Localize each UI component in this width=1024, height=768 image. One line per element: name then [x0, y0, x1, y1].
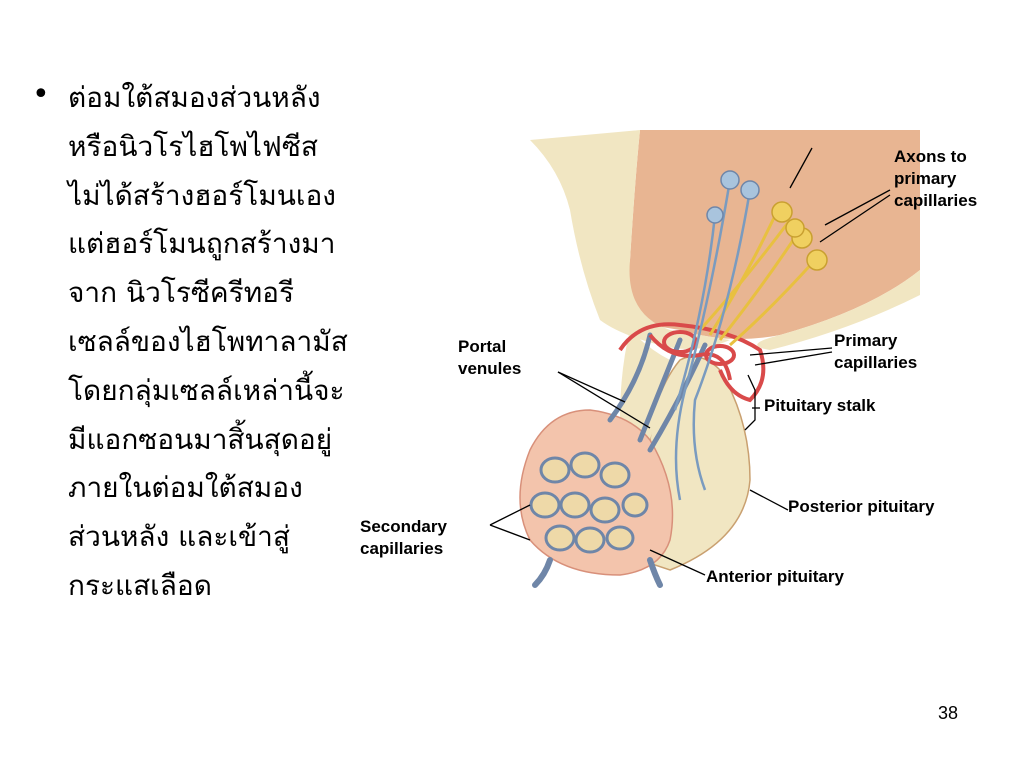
- axon-bundle: [698, 204, 817, 347]
- secondary-label-line: Secondary: [360, 517, 447, 536]
- axons-to-primary-capillaries-label: Axons to primary capillaries: [894, 146, 977, 212]
- bullet-line: โดยกลุ่มเซลล์เหล่านี้จะ: [68, 373, 345, 407]
- bullet-line: หรือนิวโรไฮโพไฟซีส: [68, 129, 318, 163]
- secondary-label-line: capillaries: [360, 539, 444, 558]
- bullet-line: มีแอกซอนมาสิ้นสุดอยู่: [68, 422, 333, 456]
- bullet-marker: •: [32, 77, 50, 112]
- primary-label-line: capillaries: [834, 353, 918, 372]
- axons-label-line: capillaries: [894, 191, 978, 210]
- posterior-pituitary-label: Posterior pituitary: [788, 497, 935, 516]
- pituitary-stalk-shape: [620, 330, 670, 440]
- hypothalamic-neurons: [706, 170, 760, 224]
- anterior-pituitary-label: Anterior pituitary: [706, 567, 844, 586]
- bullet-line: จาก นิวโรซีครีทอรี: [68, 276, 295, 310]
- portal-label-line: venules: [458, 359, 522, 378]
- pituitary-diagram: Axons to primary capillaries Primary cap…: [350, 120, 1024, 590]
- leader-lines: [489, 147, 891, 576]
- bullet-line: ไม่ได้สร้างฮอร์โมนเอง: [68, 178, 336, 212]
- brain-tissue: [530, 130, 730, 349]
- portal-label-line: Portal: [458, 337, 507, 356]
- bullet-paragraph: ต่อมใต้สมองส่วนหลัง หรือนิวโรไฮโพไฟซีส ไ…: [68, 74, 388, 611]
- axons-label-line: Axons to: [894, 147, 967, 166]
- bullet-line: เซลล์ของไฮโพทาลามัส: [68, 324, 348, 358]
- pituitary-illustration: [489, 130, 920, 588]
- secondary-capillaries-label: Secondary capillaries: [360, 516, 447, 560]
- outflow-veins: [532, 557, 663, 588]
- bullet-line: ภายในต่อมใต้สมอง: [68, 471, 303, 505]
- neurosecretory-cells: [771, 201, 828, 271]
- bullet-line: กระแสเลือด: [68, 568, 212, 602]
- bullet-line: ส่วนหลัง และเข้าสู่: [68, 520, 290, 554]
- primary-capillaries: [618, 322, 766, 403]
- primary-label-line: Primary: [834, 331, 898, 350]
- primary-capillaries-label: Primary capillaries: [834, 330, 917, 374]
- bullet-line: ต่อมใต้สมองส่วนหลัง: [68, 81, 321, 114]
- axons-label-line: primary: [894, 169, 957, 188]
- pituitary-stalk-label: Pituitary stalk: [764, 396, 876, 415]
- hypothalamus-region: [627, 130, 920, 339]
- page-number: 38: [938, 703, 959, 723]
- secondary-capillary-net: [529, 451, 649, 554]
- posterior-axons: [673, 179, 752, 501]
- right-tissue: [757, 270, 920, 350]
- bullet-line: แต่ฮอร์โมนถูกสร้างมา: [68, 227, 336, 261]
- portal-venules-label: Portal venules: [458, 336, 521, 380]
